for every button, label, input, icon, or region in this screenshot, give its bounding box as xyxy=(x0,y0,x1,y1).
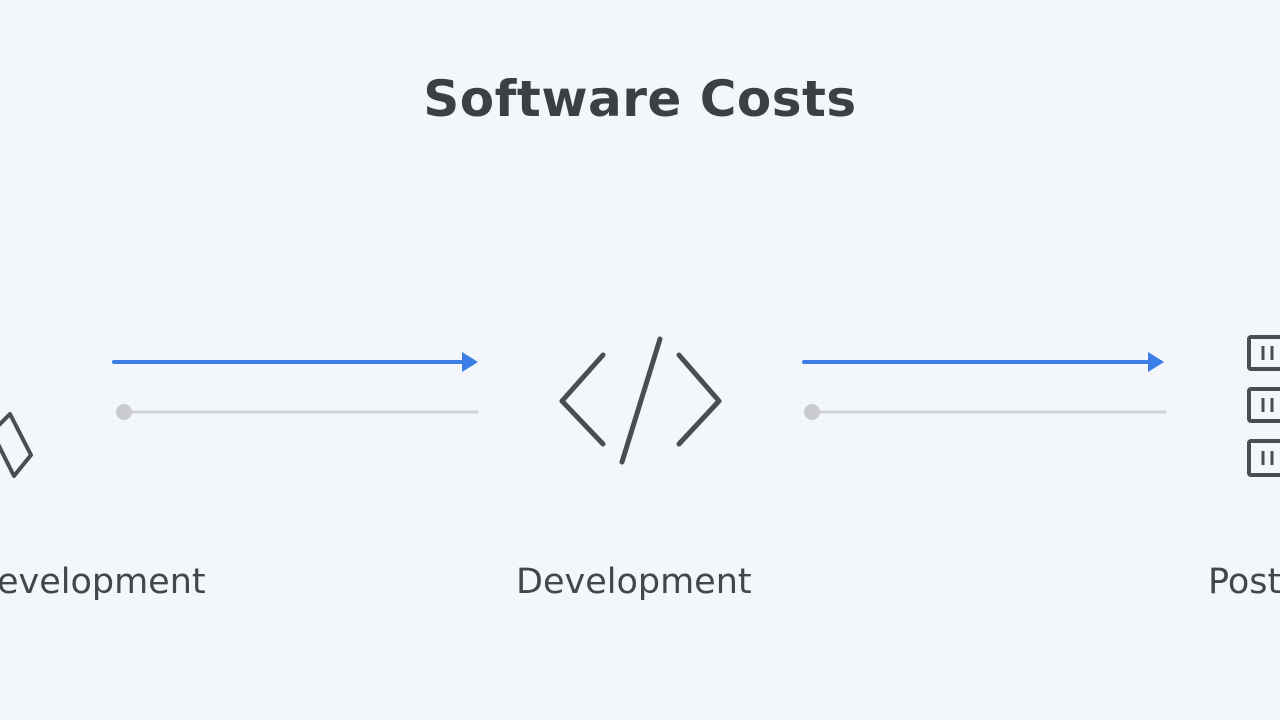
code-brackets-icon xyxy=(559,336,722,465)
muted-track-1 xyxy=(116,404,479,420)
pencil-icon xyxy=(0,412,33,478)
stage-label-center: Development xyxy=(516,562,752,602)
muted-track-2 xyxy=(804,404,1167,420)
flow-arrow-2 xyxy=(802,352,1164,372)
stage-label-right: Post xyxy=(1208,562,1280,602)
stage-label-left: Development xyxy=(0,562,206,602)
server-stack-icon xyxy=(1247,335,1280,477)
flow-arrow-1 xyxy=(112,352,478,372)
diagram-title: Software Costs xyxy=(423,70,857,128)
